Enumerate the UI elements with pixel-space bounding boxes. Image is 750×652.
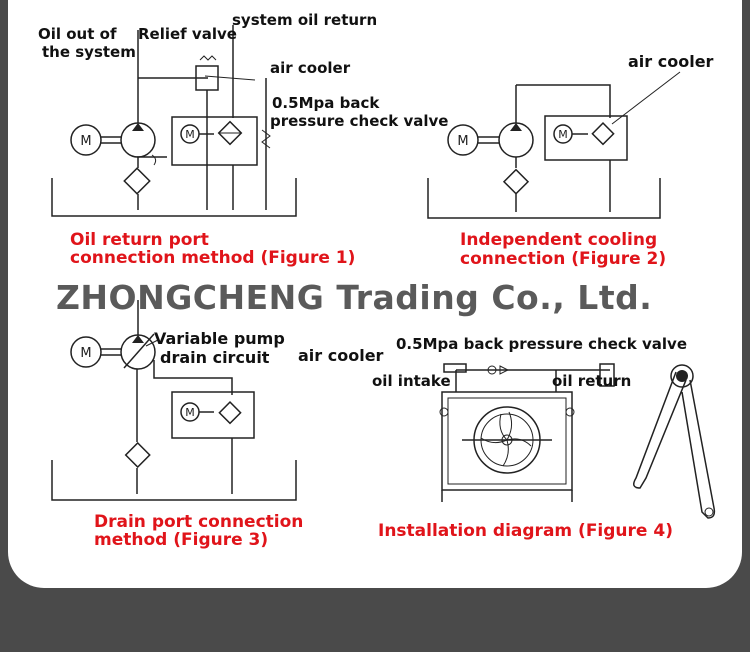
fig2-cooler-motor: M [558, 128, 568, 141]
figure-1-caption-line-1: Oil return port [70, 230, 209, 250]
system-oil-return-label: system oil return [232, 11, 378, 29]
variable-pump-label-2: drain circuit [160, 348, 270, 367]
figure-1-schematic: M M [51, 25, 297, 217]
oil-return-label: oil return [552, 372, 632, 390]
oil-out-label: Oil out of [38, 25, 117, 43]
variable-pump-label: Variable pump [154, 329, 285, 348]
fig3-air-cooler-label: air cooler [298, 346, 384, 365]
figure-4-installation [439, 363, 716, 519]
figure-1-caption-line-2: connection method (Figure 1) [70, 248, 356, 268]
figure-3-caption-line-1: Drain port connection [94, 512, 304, 532]
fig1-check-valve-label: 0.5Mpa back [272, 94, 380, 112]
figure-4-caption: Installation diagram (Figure 4) [378, 521, 673, 541]
fig3-motor-symbol: M [80, 346, 91, 361]
fig1-air-cooler-label: air cooler [270, 59, 351, 77]
fig2-motor-symbol: M [457, 134, 468, 149]
cooler-motor-symbol: M [185, 128, 195, 141]
figure-2-caption-line-2: connection (Figure 2) [460, 249, 667, 269]
fig2-air-cooler-label: air cooler [628, 52, 714, 71]
watermark: ZHONGCHENG Trading Co., Ltd. [56, 278, 653, 317]
fig1-check-valve-label-2: pressure check valve [270, 112, 449, 130]
oil-out-label-2: the system [42, 43, 136, 61]
fig3-cooler-motor: M [185, 406, 195, 419]
figure-3-schematic: M M [51, 300, 297, 501]
figure-2-caption-line-1: Independent cooling [460, 230, 658, 250]
oil-intake-label: oil intake [372, 372, 451, 390]
hydraulic-diagrams: M M [51, 25, 716, 519]
diagram-card: M M [8, 0, 742, 588]
motor-symbol: M [80, 134, 91, 149]
fig4-check-valve-label: 0.5Mpa back pressure check valve [396, 335, 687, 353]
relief-valve-label: Relief valve [138, 25, 237, 43]
figure-3-caption-line-2: method (Figure 3) [94, 530, 269, 550]
figure-2-schematic: M M [427, 71, 681, 219]
